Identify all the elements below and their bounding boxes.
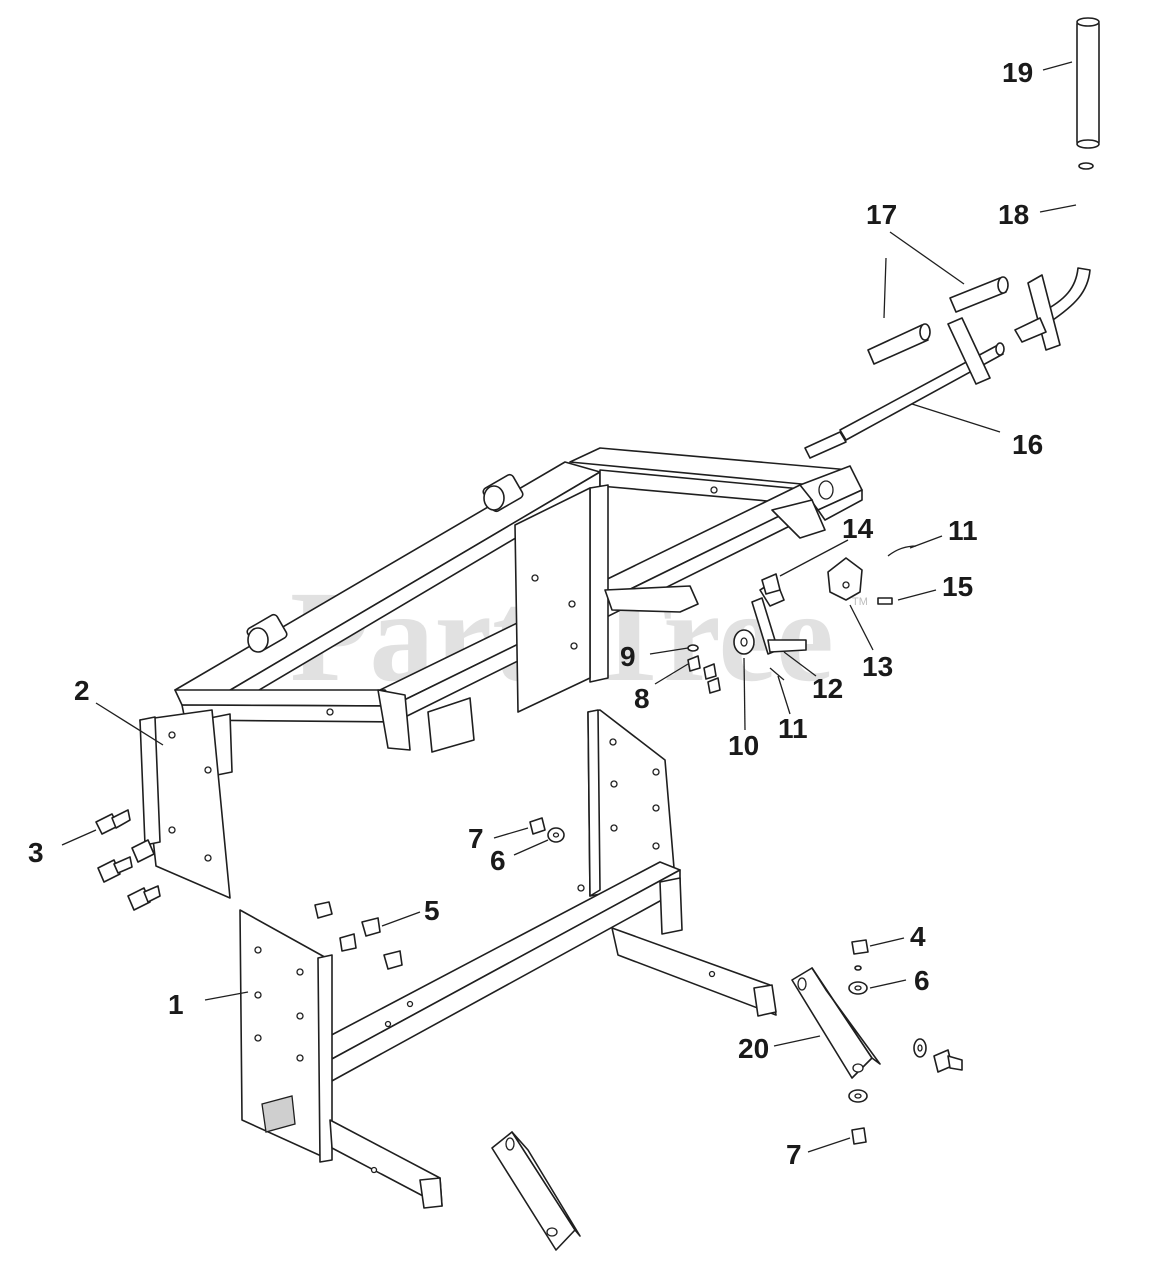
part-3-bolt-c <box>127 885 161 911</box>
watermark-trademark: TM <box>852 596 868 608</box>
callout-15: 15 <box>942 571 973 602</box>
part-2-side-plate <box>139 709 231 899</box>
part-9-washer <box>687 644 699 652</box>
callout-4: 4 <box>910 921 926 952</box>
part-7-nut-upper <box>529 817 546 835</box>
callout-5: 5 <box>424 895 440 926</box>
part-3-bolt-d <box>131 839 155 863</box>
callout-19: 19 <box>1002 57 1033 88</box>
callout-12: 12 <box>812 673 843 704</box>
part-8-nut-c <box>707 677 721 694</box>
callout-1: 1 <box>168 989 184 1020</box>
part-7-nut-lower <box>851 1127 867 1145</box>
part-5-nuts <box>314 901 403 970</box>
callout-7-upper: 7 <box>468 823 484 854</box>
part-1-stand <box>239 709 777 1209</box>
part-3-bolt-b <box>97 856 133 883</box>
part-6-washer-lower <box>848 981 868 995</box>
part-15-pin <box>877 597 893 605</box>
callout-2: 2 <box>74 675 90 706</box>
part-14-bolt <box>761 573 781 595</box>
callout-9: 9 <box>620 641 636 672</box>
callout-14: 14 <box>842 513 874 544</box>
upper-frame <box>174 447 863 777</box>
part-10-washer <box>733 629 755 655</box>
callout-3: 3 <box>28 837 44 868</box>
callout-18: 18 <box>998 199 1029 230</box>
part-spacer <box>854 965 862 971</box>
part-18-ring <box>1078 162 1094 170</box>
callout-11-lower: 11 <box>778 713 808 744</box>
callout-17: 17 <box>866 199 897 230</box>
part-3-bolt-a <box>95 809 131 835</box>
part-17-pin-upper <box>949 276 1009 313</box>
callout-13: 13 <box>862 651 893 682</box>
frame-bushing-2 <box>482 473 524 513</box>
part-19-tube <box>1076 17 1100 149</box>
part-8-nut-b <box>703 663 717 680</box>
callout-11-upper: 11 <box>948 515 978 546</box>
part-17-pin-lower <box>867 323 931 365</box>
callout-labels: 19 18 17 16 14 11 15 13 12 11 10 9 8 2 3… <box>28 57 1043 1170</box>
part-8-nut-a <box>687 655 701 672</box>
part-4-nut <box>851 939 869 955</box>
callout-16: 16 <box>1012 429 1043 460</box>
part-20-bracket-right <box>791 967 881 1079</box>
callout-6-lower: 6 <box>914 965 930 996</box>
callout-20: 20 <box>738 1033 769 1064</box>
callout-8: 8 <box>634 683 650 714</box>
part-handle-curve <box>1041 267 1091 323</box>
part-11-cotter-pin-lower <box>769 667 785 681</box>
frame-bushing-1 <box>246 613 288 653</box>
part-13-latch <box>827 557 863 601</box>
part-16-rod <box>804 317 1005 459</box>
part-6-washer-side <box>913 1038 927 1058</box>
part-bolt-side <box>933 1049 963 1073</box>
part-6-washer-bottom <box>848 1089 868 1103</box>
part-20-bracket-lower <box>491 1131 581 1251</box>
callout-7-lower: 7 <box>786 1139 802 1170</box>
callout-6-upper: 6 <box>490 845 506 876</box>
callout-10: 10 <box>728 730 759 761</box>
part-handle-clip <box>1014 317 1047 343</box>
leader-lines <box>61 61 1077 1153</box>
